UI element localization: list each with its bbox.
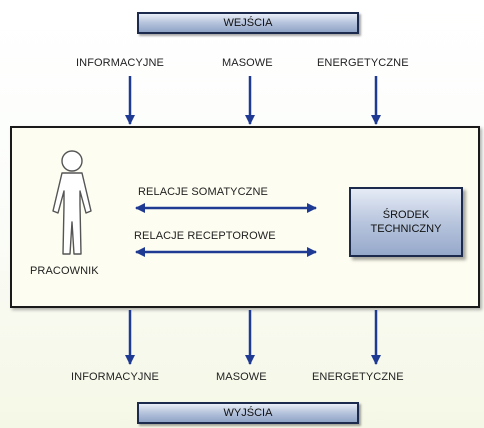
inputs-banner: WEJŚCIA [137,12,359,34]
outputs-banner-label: WYJŚCIA [223,407,273,419]
technical-device-box: ŚRODEK TECHNICZNY [349,187,463,257]
worker-label: PRACOWNIK [30,265,99,277]
somatic-relations-label: RELACJE SOMATYCZNE [138,186,268,198]
input-flow-informacyjne: INFORMACYJNE [76,57,164,69]
receptor-relations-label: RELACJE RECEPTOROWE [134,230,276,242]
outputs-banner: WYJŚCIA [137,402,359,424]
output-flow-informacyjne: INFORMACYJNE [71,371,159,383]
input-flow-energetyczne: ENERGETYCZNE [317,57,409,69]
technical-device-label: ŚRODEK TECHNICZNY [370,209,442,235]
worker-figure-icon [52,150,92,255]
output-flow-energetyczne: ENERGETYCZNE [312,371,404,383]
input-flow-masowe: MASOWE [222,57,273,69]
output-flow-masowe: MASOWE [216,371,267,383]
inputs-banner-label: WEJŚCIA [223,17,273,29]
